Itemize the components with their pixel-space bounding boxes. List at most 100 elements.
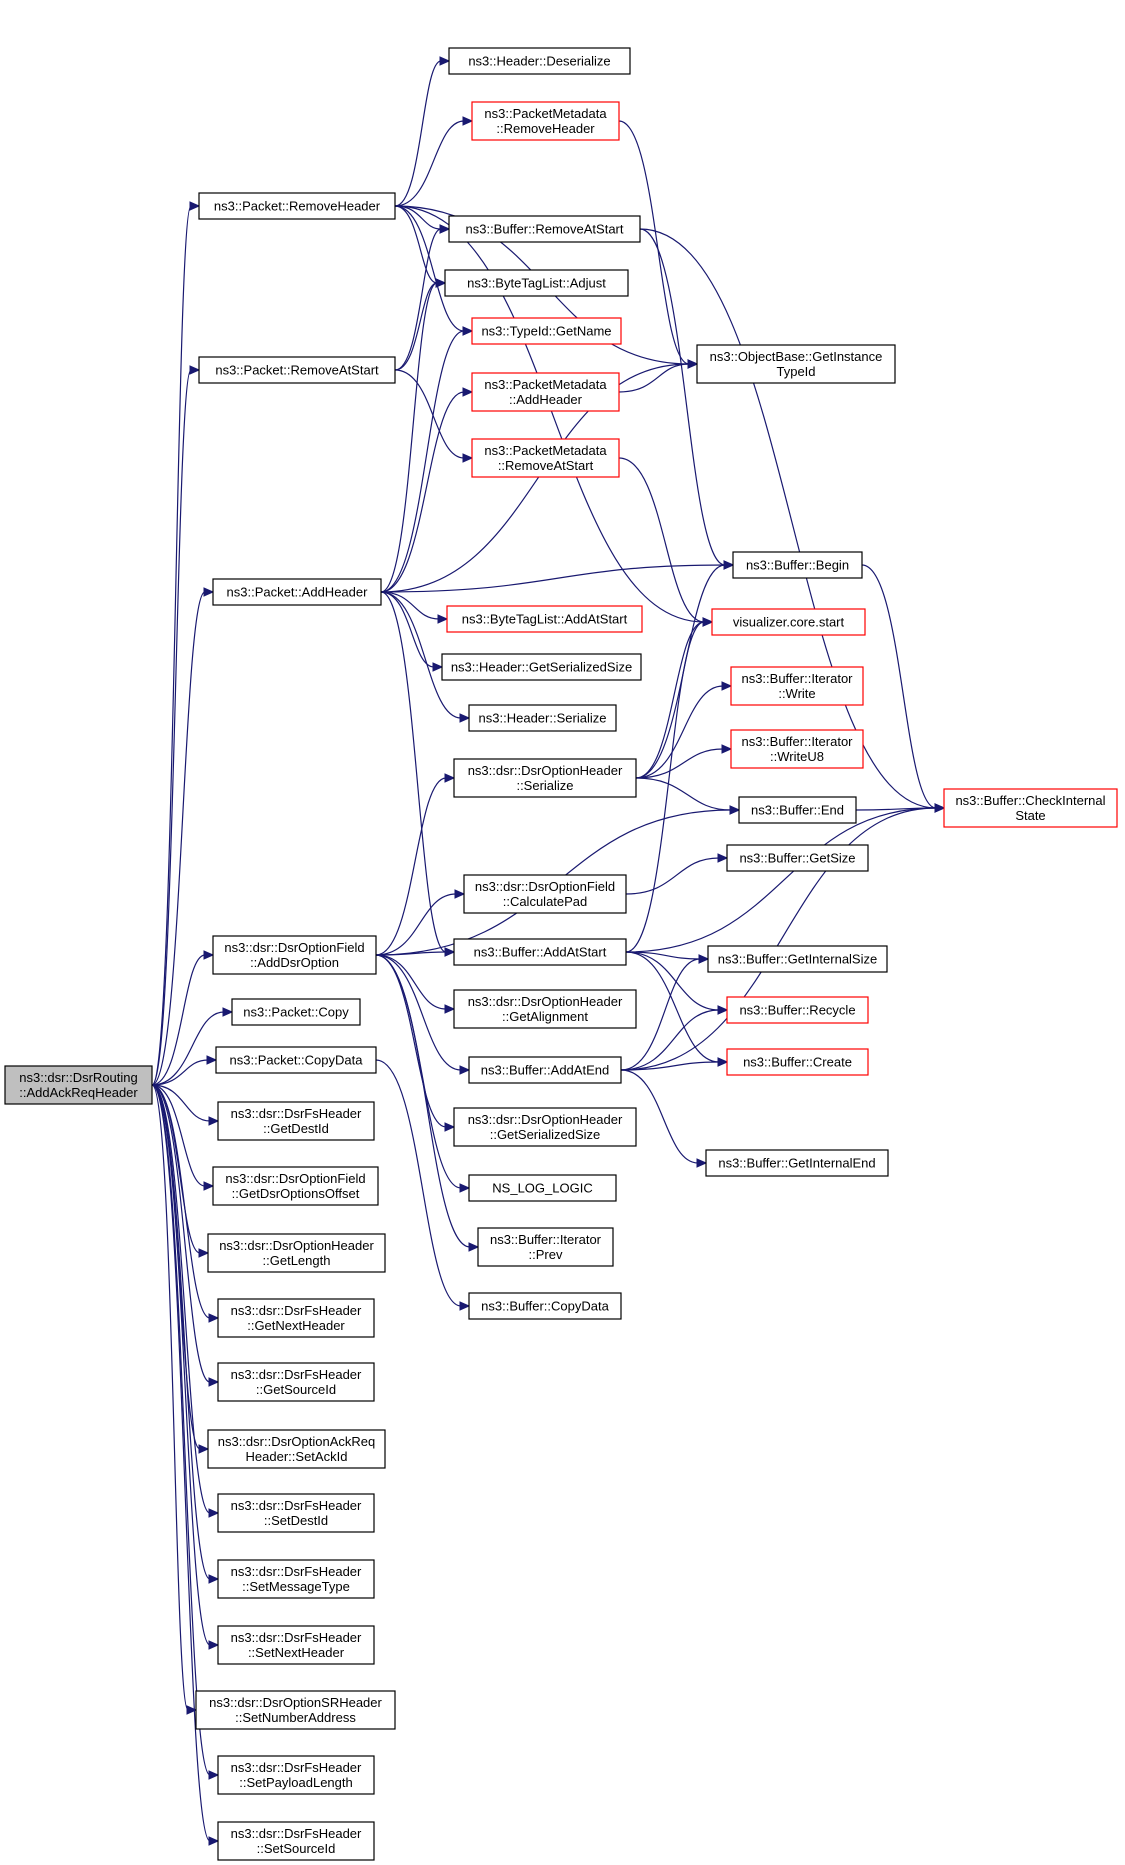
node-box (738, 796, 857, 824)
node-pm_addheader[interactable]: ns3::PacketMetadata::AddHeader (471, 372, 620, 412)
node-root[interactable]: ns3::dsr::DsrRouting::AddAckReqHeader (4, 1065, 153, 1105)
node-dfh_setpayloadlength[interactable]: ns3::dsr::DsrFsHeader::SetPayloadLength (217, 1755, 375, 1795)
arrowhead-dfh_getdestid (208, 1116, 220, 1126)
node-buf_begin[interactable]: ns3::Buffer::Begin (732, 551, 863, 579)
node-bufit_write[interactable]: ns3::Buffer::Iterator::Write (730, 666, 864, 706)
arrowhead-pkt_copydata (206, 1055, 218, 1065)
node-doh_getlength[interactable]: ns3::dsr::DsrOptionHeader::GetLength (207, 1233, 386, 1273)
arrowhead-buf_begin (723, 560, 735, 570)
node-label: ::GetSerializedSize (490, 1127, 601, 1142)
node-label: ns3::Buffer::Iterator (490, 1232, 602, 1247)
node-box (215, 1046, 377, 1074)
node-doh_getalignment[interactable]: ns3::dsr::DsrOptionHeader::GetAlignment (453, 989, 637, 1029)
node-doh_getserializedsize[interactable]: ns3::dsr::DsrOptionHeader::GetSerialized… (453, 1107, 637, 1147)
node-dof_adddsroption[interactable]: ns3::dsr::DsrOptionField::AddDsrOption (212, 935, 377, 975)
node-typeid_getname[interactable]: ns3::TypeId::GetName (471, 317, 622, 345)
arrowhead-dfh_setsourceid (208, 1836, 220, 1846)
node-label: ns3::dsr::DsrFsHeader (231, 1630, 362, 1645)
edge-buf_addatstart-to-buf_create (625, 951, 720, 1063)
edge-doh_serialize-to-viz_start (635, 621, 705, 779)
node-dof_calculatepad[interactable]: ns3::dsr::DsrOptionField::CalculatePad (463, 874, 627, 914)
node-label: ns3::dsr::DsrFsHeader (231, 1367, 362, 1382)
edge-buf_addatend-to-buf_getinternalsize (620, 958, 701, 1071)
node-pm_removeheader[interactable]: ns3::PacketMetadata::RemoveHeader (471, 101, 620, 141)
node-dfh_getdestid[interactable]: ns3::dsr::DsrFsHeader::GetDestId (217, 1101, 375, 1141)
node-label: ns3::Header::Deserialize (468, 54, 610, 69)
node-viz_start[interactable]: visualizer.core.start (711, 608, 866, 636)
node-label: ns3::Buffer::CopyData (481, 1299, 609, 1314)
node-hdr_getserializedsize[interactable]: ns3::Header::GetSerializedSize (441, 653, 642, 681)
arrowhead-dof_getdsroptionsoffset (203, 1181, 215, 1191)
arrowhead-doh_serialize (444, 773, 456, 783)
node-box (477, 1227, 614, 1267)
node-buf_getinternalend[interactable]: ns3::Buffer::GetInternalEnd (705, 1149, 889, 1177)
node-buf_recycle[interactable]: ns3::Buffer::Recycle (726, 996, 869, 1024)
node-box (217, 1559, 375, 1599)
node-dfh_setnextheader[interactable]: ns3::dsr::DsrFsHeader::SetNextHeader (217, 1625, 375, 1665)
node-btl_addatstart[interactable]: ns3::ByteTagList::AddAtStart (446, 605, 643, 633)
node-buf_create[interactable]: ns3::Buffer::Create (726, 1048, 869, 1076)
node-buf_end[interactable]: ns3::Buffer::End (738, 796, 857, 824)
node-hdr_deserialize[interactable]: ns3::Header::Deserialize (448, 47, 631, 75)
edge-root-to-dof_adddsroption (151, 954, 206, 1086)
node-box (471, 438, 620, 478)
node-buf_addatstart[interactable]: ns3::Buffer::AddAtStart (453, 938, 627, 966)
node-label: ::SetMessageType (242, 1579, 350, 1594)
node-hdr_serialize[interactable]: ns3::Header::Serialize (468, 704, 617, 732)
node-label: ns3::dsr::DsrFsHeader (231, 1760, 362, 1775)
node-doh_serialize[interactable]: ns3::dsr::DsrOptionHeader::Serialize (453, 758, 637, 798)
node-ns_log_logic[interactable]: NS_LOG_LOGIC (468, 1174, 617, 1202)
edge-buf_begin-to-buf_checkinternalstate (861, 564, 937, 809)
edge-pkt_removeatstart-to-buf_removeatstart (394, 228, 442, 371)
edge-root-to-pkt_removeheader (151, 205, 192, 1086)
node-bufit_writeu8[interactable]: ns3::Buffer::Iterator::WriteU8 (730, 729, 864, 769)
node-dosr_setnumberaddress[interactable]: ns3::dsr::DsrOptionSRHeader::SetNumberAd… (195, 1690, 396, 1730)
node-box (212, 578, 382, 606)
node-box (696, 344, 896, 384)
arrowhead-typeid_getname (462, 326, 474, 336)
node-label: ::Serialize (516, 778, 573, 793)
node-label: ::Prev (529, 1247, 563, 1262)
edge-dof_adddsroption-to-doh_getserializedsize (375, 954, 447, 1128)
node-dof_getdsroptionsoffset[interactable]: ns3::dsr::DsrOptionField::GetDsrOptionsO… (212, 1166, 379, 1206)
node-bufit_prev[interactable]: ns3::Buffer::Iterator::Prev (477, 1227, 614, 1267)
node-pkt_copydata[interactable]: ns3::Packet::CopyData (215, 1046, 377, 1074)
node-label: Header::SetAckId (246, 1449, 348, 1464)
node-label: ns3::Header::GetSerializedSize (451, 660, 632, 675)
node-btl_adjust[interactable]: ns3::ByteTagList::Adjust (444, 269, 629, 297)
node-buf_copydata[interactable]: ns3::Buffer::CopyData (468, 1292, 622, 1320)
node-box (198, 356, 396, 384)
node-buf_getsize[interactable]: ns3::Buffer::GetSize (726, 844, 869, 872)
node-doar_setackid[interactable]: ns3::dsr::DsrOptionAckReqHeader::SetAckI… (207, 1429, 386, 1469)
node-box (217, 1821, 375, 1861)
node-box (207, 1429, 386, 1469)
node-label: ns3::dsr::DsrRouting (19, 1070, 138, 1085)
edge-root-to-pkt_addheader (151, 591, 206, 1086)
edge-pkt_removeheader-to-btl_adjust (394, 205, 438, 284)
node-buf_getinternalsize[interactable]: ns3::Buffer::GetInternalSize (707, 945, 888, 973)
node-pkt_removeheader[interactable]: ns3::Packet::RemoveHeader (198, 192, 396, 220)
node-label: ns3::dsr::DsrOptionHeader (468, 763, 623, 778)
node-pkt_addheader[interactable]: ns3::Packet::AddHeader (212, 578, 382, 606)
node-pkt_removeatstart[interactable]: ns3::Packet::RemoveAtStart (198, 356, 396, 384)
node-dfh_setsourceid[interactable]: ns3::dsr::DsrFsHeader::SetSourceId (217, 1821, 375, 1861)
edge-pkt_addheader-to-hdr_getserializedsize (380, 591, 435, 668)
edge-dof_adddsroption-to-doh_serialize (375, 777, 447, 956)
node-dfh_getsourceid[interactable]: ns3::dsr::DsrFsHeader::GetSourceId (217, 1362, 375, 1402)
node-dfh_setdestid[interactable]: ns3::dsr::DsrFsHeader::SetDestId (217, 1493, 375, 1533)
node-dfh_setmessagetype[interactable]: ns3::dsr::DsrFsHeader::SetMessageType (217, 1559, 375, 1599)
edge-buf_addatstart-to-buf_checkinternalstate (625, 807, 937, 953)
node-label: ::WriteU8 (770, 749, 824, 764)
node-box (195, 1690, 396, 1730)
node-box (468, 1292, 622, 1320)
node-pkt_copy[interactable]: ns3::Packet::Copy (231, 998, 361, 1026)
node-dfh_getnextheader[interactable]: ns3::dsr::DsrFsHeader::GetNextHeader (217, 1298, 375, 1338)
edge-root-to-dfh_setnextheader (151, 1084, 211, 1646)
node-pm_removeatstart[interactable]: ns3::PacketMetadata::RemoveAtStart (471, 438, 620, 478)
node-buf_removeatstart[interactable]: ns3::Buffer::RemoveAtStart (448, 215, 641, 243)
arrowhead-dosr_setnumberaddress (186, 1705, 198, 1715)
edge-doh_serialize-to-bufit_write (635, 685, 724, 779)
node-buf_addatend[interactable]: ns3::Buffer::AddAtEnd (468, 1056, 622, 1084)
